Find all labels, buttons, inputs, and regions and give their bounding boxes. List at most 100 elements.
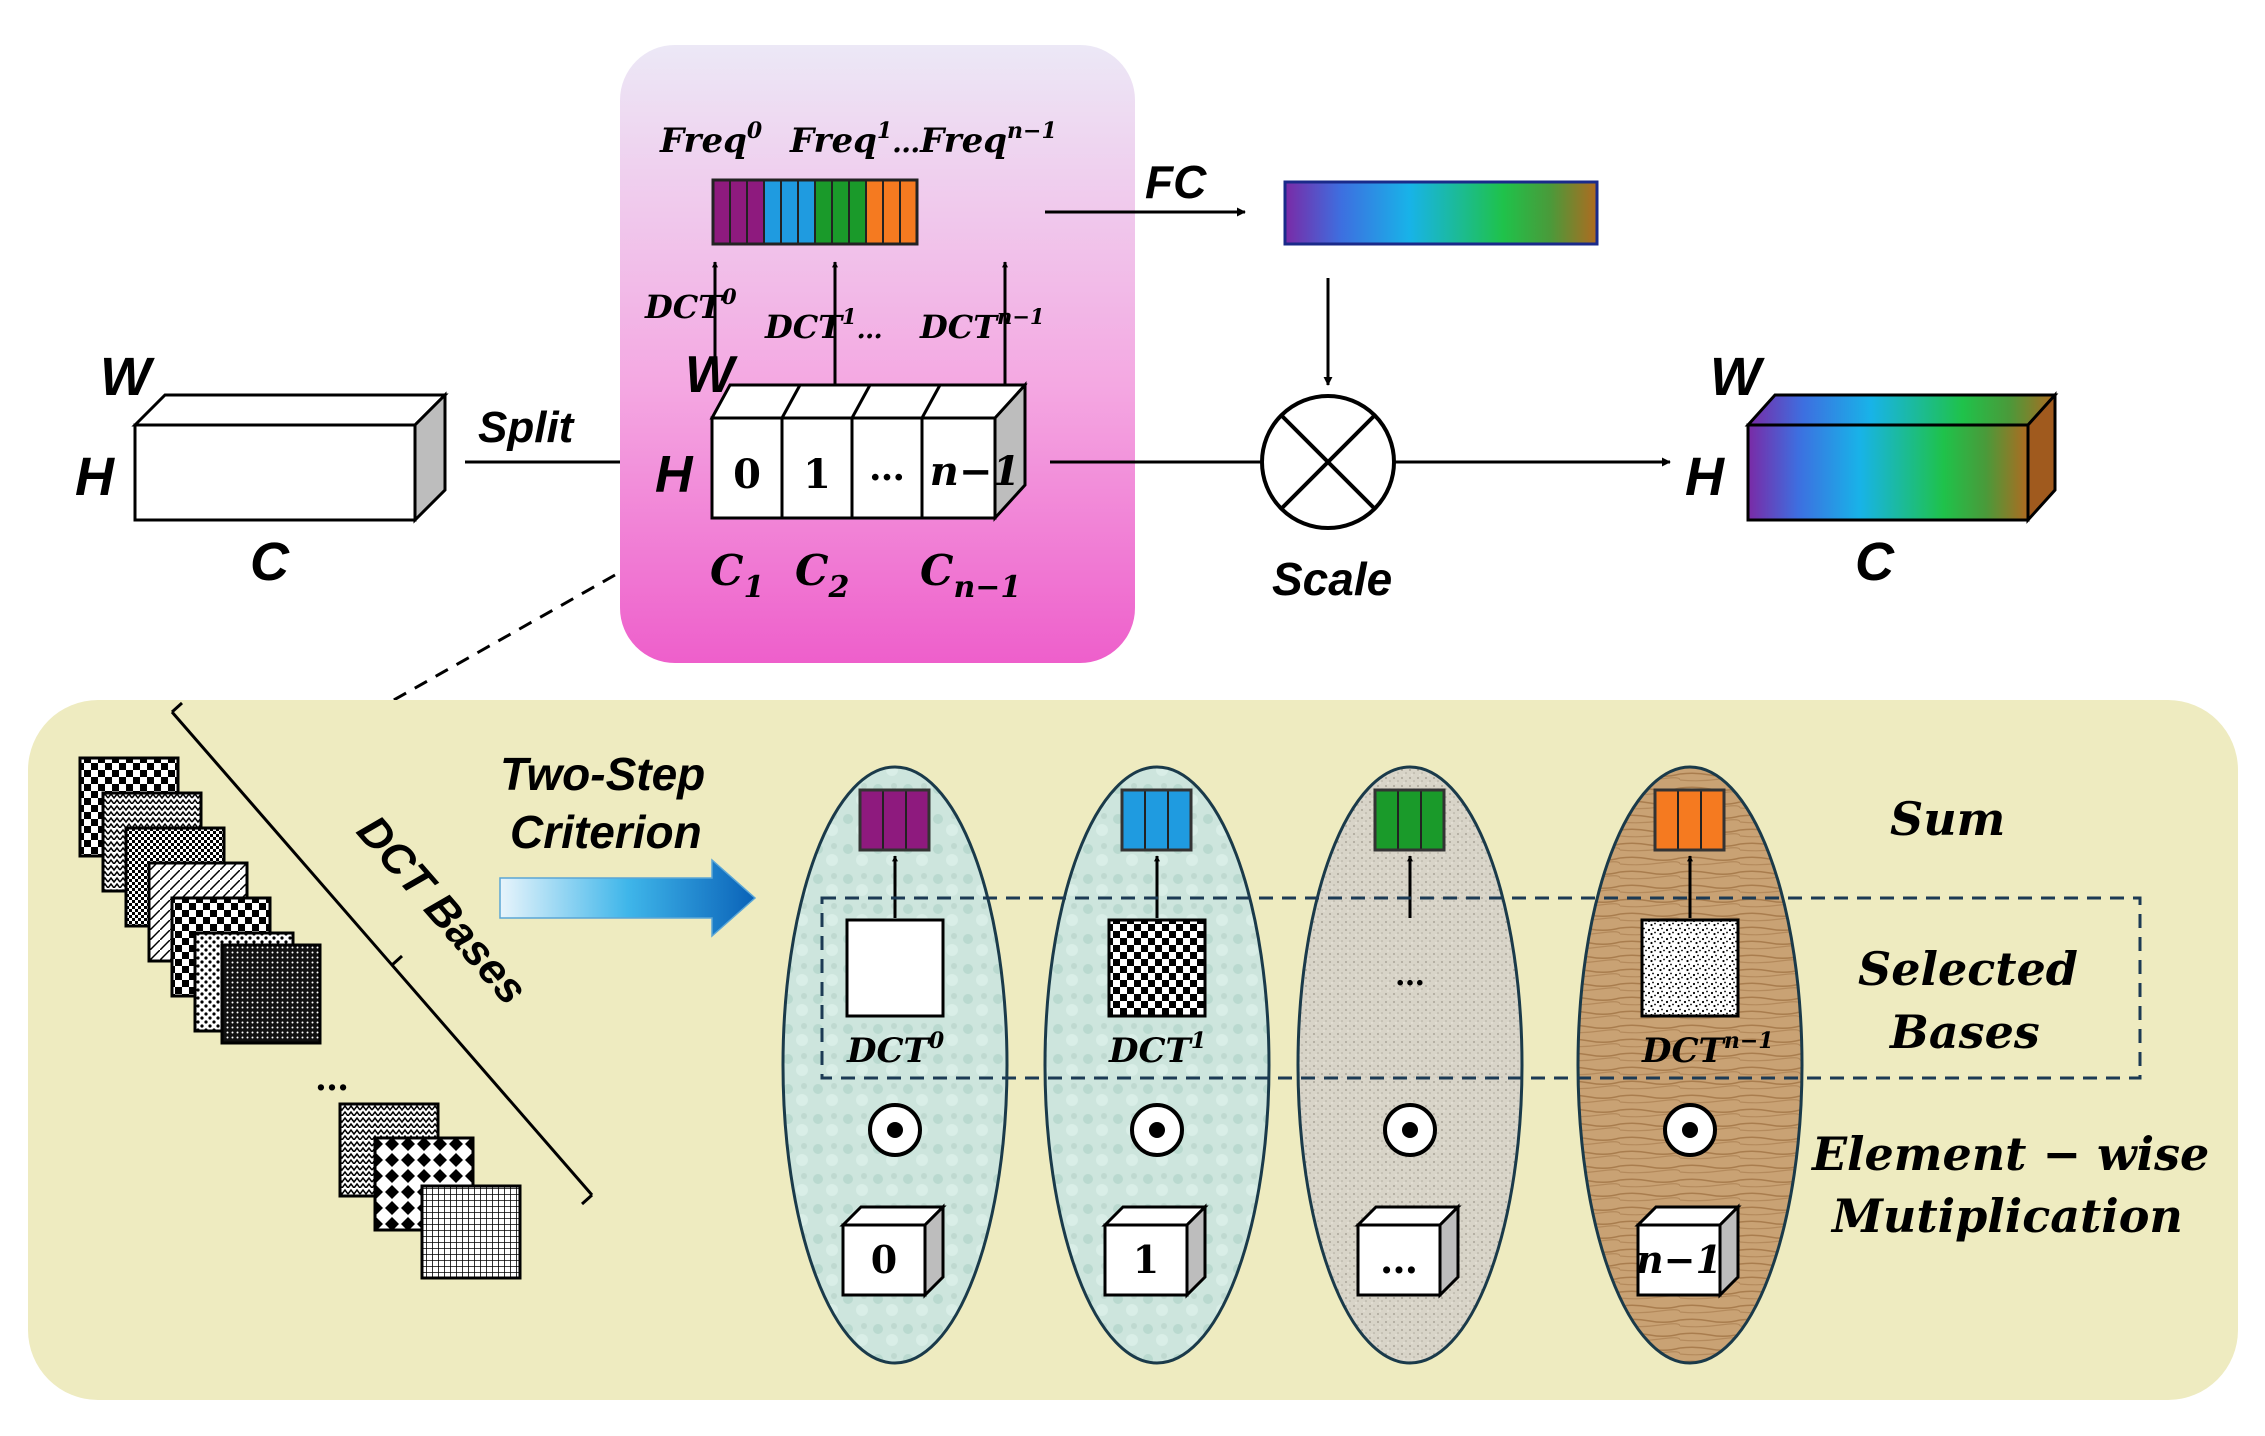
freq2-group <box>814 179 867 245</box>
dct0-sup: 0 <box>722 284 737 309</box>
criterion-line1: Two-Step <box>500 748 705 800</box>
freq-stripe <box>746 179 765 245</box>
freq-stripe <box>899 179 918 245</box>
freqn-sup: n−1 <box>1007 118 1057 144</box>
frequency-vector <box>711 178 919 246</box>
sum-stripe <box>1397 789 1422 851</box>
bases-dots: … <box>315 1059 349 1099</box>
svg-text:DCTn−1: DCTn−1 <box>919 304 1045 346</box>
output-tensor: W H C <box>1685 347 2059 592</box>
dct0-label: DCT <box>644 288 724 326</box>
selected-label-line1: Selected <box>1858 942 2078 996</box>
cube-front <box>1103 1223 1189 1297</box>
scale-label: Scale <box>1272 553 1392 605</box>
sum-stripe <box>1420 789 1445 851</box>
freq-dots: … <box>892 126 920 159</box>
sum-stripe <box>1144 789 1169 851</box>
input-w-label: W <box>100 347 155 407</box>
selected-label-line2: Bases <box>1888 1005 2040 1059</box>
sum-stripe <box>1167 789 1192 851</box>
output-w-label: W <box>1710 347 1765 407</box>
cube-side <box>1718 1203 1740 1299</box>
c2-label: C <box>795 546 829 595</box>
dct-bases-stack: … <box>78 756 522 1280</box>
freq1-sup: 1 <box>877 118 892 144</box>
freqn-label: Freq <box>919 121 1007 161</box>
split-cell-n: n−1 <box>930 448 1020 495</box>
sum-vector <box>858 788 931 852</box>
split-h-label: H <box>655 446 694 504</box>
freq0-label: Freq <box>659 121 747 161</box>
cn-label: C <box>920 546 954 595</box>
freq-stripe <box>780 179 799 245</box>
split-label: Split <box>478 403 576 452</box>
elementwise-dot <box>1149 1122 1165 1138</box>
bottom-section: … DCT Bases Two-Step Criterion DCT00DCT1… <box>28 700 2238 1400</box>
dct1-sup: 1 <box>842 304 857 329</box>
sum-vector <box>1120 788 1193 852</box>
elementwise-label-line2: Mutiplication <box>1830 1189 2183 1243</box>
freq0-sup: 0 <box>747 118 763 144</box>
split-w-label: W <box>685 346 738 404</box>
split-cell-0: 0 <box>733 451 761 498</box>
input-tensor: W H C <box>75 347 449 592</box>
ellipse-dct-label: DCT1 <box>1108 1028 1206 1071</box>
dct1-label: DCT <box>764 308 844 346</box>
dct-bases-bracket <box>170 701 594 1206</box>
freq-stripe <box>763 179 782 245</box>
sum-stripe <box>1374 789 1399 851</box>
dct-dots: … <box>857 315 883 345</box>
sum-stripe <box>1654 789 1679 851</box>
cube-front <box>1356 1223 1442 1297</box>
freq-labels: Freq0 Freq1…Freqn−1 <box>659 118 1057 161</box>
cube-side <box>923 1203 945 1299</box>
selected-bases-box <box>820 896 2142 1080</box>
ellipse-dots: …… <box>1296 765 1524 1365</box>
criterion-arrow <box>499 858 757 938</box>
input-c-label: C <box>250 532 290 592</box>
cube-side <box>1185 1203 1207 1299</box>
c2-sub: 2 <box>827 570 849 605</box>
freq-stripe <box>882 179 901 245</box>
sum-stripe <box>1677 789 1702 851</box>
svg-text:Cn−1: Cn−1 <box>920 546 1021 605</box>
freq-stripe <box>814 179 833 245</box>
svg-text:DCT1…: DCT1… <box>764 304 883 346</box>
freq1-group <box>763 179 816 245</box>
split-block: 0 1 … n−1 W H C1 C2 Cn−1 <box>655 346 1028 605</box>
ellipse-dctn: DCTn−1n−1 <box>1576 765 1804 1365</box>
elementwise-dot <box>1402 1122 1418 1138</box>
svg-text:Freq1…Freqn−1: Freq1…Freqn−1 <box>789 118 1057 161</box>
cube-label: n−1 <box>1636 1237 1722 1282</box>
channel-ellipse <box>1576 765 1804 1365</box>
freq-stripe <box>797 179 816 245</box>
channel-ellipse <box>1296 765 1524 1365</box>
selected-base <box>1107 918 1207 1018</box>
ellipse-dct-label: DCT0 <box>846 1028 945 1071</box>
sum-vector <box>1373 788 1446 852</box>
freq-stripe <box>729 179 748 245</box>
freq-bar-outline <box>711 178 919 246</box>
svg-text:DCT0: DCT0 <box>644 284 737 326</box>
sum-stripe <box>905 789 930 851</box>
ellipse-inner-dots: … <box>1395 958 1425 993</box>
freq-stripe <box>865 179 884 245</box>
sum-label: Sum <box>1890 792 2005 846</box>
svg-text:C2: C2 <box>795 546 849 605</box>
cube-front <box>1636 1223 1722 1297</box>
freqn-group <box>865 179 918 245</box>
channel-ellipse <box>1043 765 1271 1365</box>
scale-operator <box>1260 394 1396 530</box>
cube-side <box>1438 1203 1460 1299</box>
dct-arrows <box>712 261 1008 390</box>
sum-stripe <box>1121 789 1146 851</box>
dctn-sup: n−1 <box>997 304 1044 329</box>
output-c-label: C <box>1855 532 1895 592</box>
c1-label: C <box>710 546 744 595</box>
attention-vector <box>1283 180 1599 246</box>
split-cell-dots: … <box>869 447 905 489</box>
c1-sub: 1 <box>743 570 764 605</box>
top-section: W H C Split Freq0 Freq1…Freqn−1 <box>75 45 2059 720</box>
